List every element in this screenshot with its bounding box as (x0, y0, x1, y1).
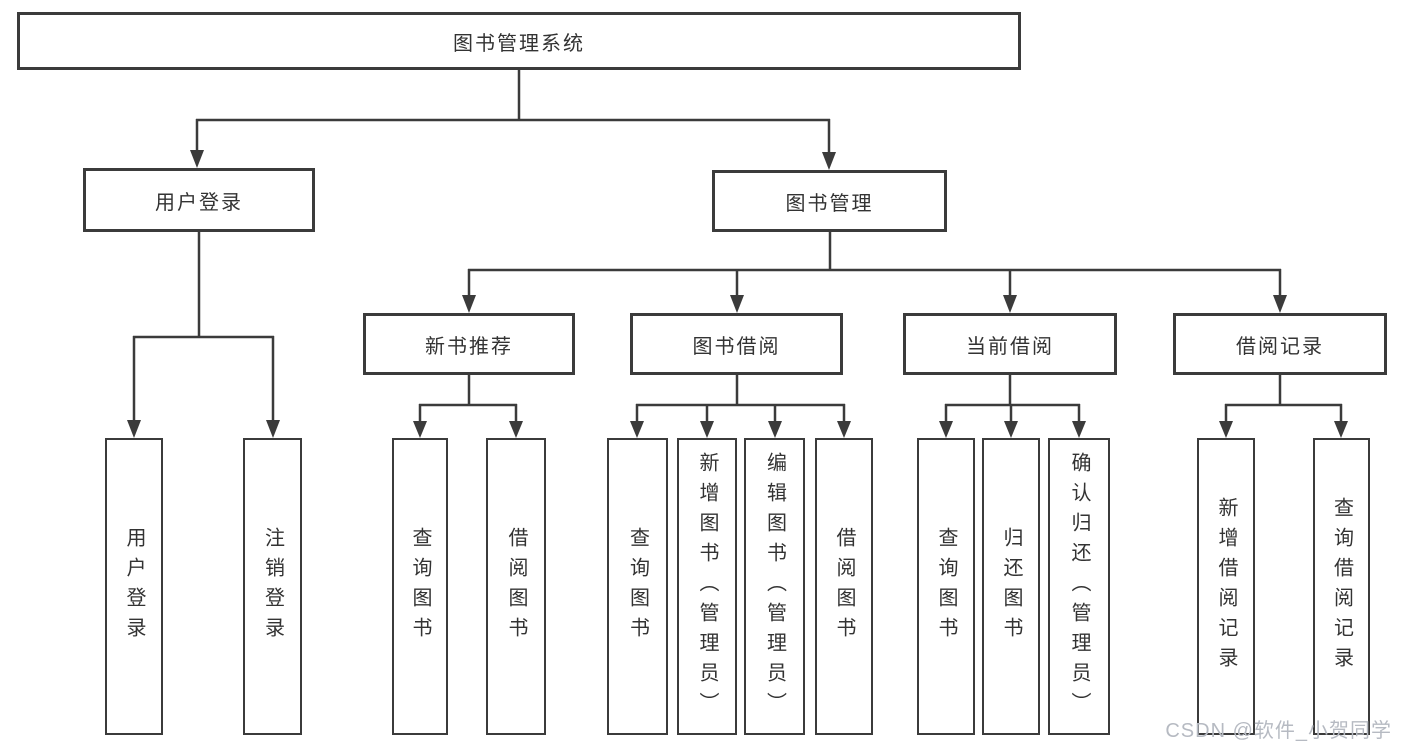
leaf-user-login: 用户登录 (105, 438, 163, 735)
leaf-nbr-query-books: 查询图书 (392, 438, 448, 735)
arrow-down-icon (730, 295, 744, 313)
leaf-nbr-borrow-books-label: 借阅图书 (505, 526, 527, 647)
node-book-borrowing-label: 图书借阅 (692, 335, 781, 358)
arrow-down-icon (266, 420, 280, 438)
node-user-login: 用户登录 (83, 168, 315, 232)
arrow-down-icon (1334, 421, 1348, 438)
node-root: 图书管理系统 (17, 12, 1021, 70)
leaf-logout: 注销登录 (243, 438, 302, 735)
leaf-br-query-record-label: 查询借阅记录 (1330, 496, 1353, 677)
arrow-down-icon (1072, 421, 1086, 438)
arrow-down-icon (462, 295, 476, 313)
node-user-login-label: 用户登录 (155, 191, 243, 214)
arrow-down-icon (1219, 421, 1233, 438)
leaf-br-add-record: 新增借阅记录 (1197, 438, 1255, 735)
leaf-nbr-borrow-books: 借阅图书 (486, 438, 546, 735)
leaf-bb-add-books-admin: 新增图书（管理员） (677, 438, 737, 735)
leaf-br-add-record-label: 新增借阅记录 (1215, 496, 1237, 677)
node-root-label: 图书管理系统 (453, 32, 585, 55)
arrow-down-icon (822, 152, 836, 170)
leaf-bb-edit-books-admin-label: 编辑图书（管理员） (763, 451, 786, 722)
node-new-book-recommendation-label: 新书推荐 (425, 335, 513, 358)
leaf-cb-confirm-return-admin: 确认归还（管理员） (1048, 438, 1110, 735)
arrow-down-icon (768, 421, 782, 438)
arrow-down-icon (190, 150, 204, 168)
node-borrowing-records: 借阅记录 (1173, 313, 1387, 375)
arrow-down-icon (1004, 421, 1018, 438)
node-current-borrowing: 当前借阅 (903, 313, 1117, 375)
leaf-cb-query-books: 查询图书 (917, 438, 975, 735)
arrow-down-icon (413, 421, 427, 438)
arrowheads (127, 150, 1348, 438)
connector-lines (132, 70, 1343, 423)
arrow-down-icon (1003, 295, 1017, 313)
node-book-management-label: 图书管理 (785, 192, 874, 215)
node-new-book-recommendation: 新书推荐 (363, 313, 575, 375)
leaf-bb-borrow-books-label: 借阅图书 (833, 526, 855, 647)
leaf-bb-edit-books-admin: 编辑图书（管理员） (744, 438, 805, 735)
node-borrowing-records-label: 借阅记录 (1236, 335, 1324, 358)
leaf-cb-query-books-label: 查询图书 (935, 526, 957, 647)
arrow-down-icon (127, 420, 141, 438)
leaf-br-query-record: 查询借阅记录 (1313, 438, 1370, 735)
arrow-down-icon (509, 421, 523, 438)
leaf-bb-add-books-admin-label: 新增图书（管理员） (696, 451, 718, 722)
leaf-bb-borrow-books: 借阅图书 (815, 438, 873, 735)
arrow-down-icon (1273, 295, 1287, 313)
node-book-borrowing: 图书借阅 (630, 313, 843, 375)
leaf-bb-query-books: 查询图书 (607, 438, 668, 735)
arrow-down-icon (700, 421, 714, 438)
arrow-down-icon (939, 421, 953, 438)
leaf-cb-confirm-return-admin-label: 确认归还（管理员） (1068, 451, 1090, 722)
leaf-user-login-label: 用户登录 (123, 526, 145, 647)
csdn-watermark: CSDN @软件_小贺同学 (1165, 720, 1392, 742)
arrow-down-icon (837, 421, 851, 438)
arrow-down-icon (630, 421, 644, 438)
leaf-nbr-query-books-label: 查询图书 (409, 526, 431, 647)
leaf-cb-return-books: 归还图书 (982, 438, 1040, 735)
node-current-borrowing-label: 当前借阅 (966, 335, 1054, 358)
leaf-bb-query-books-label: 查询图书 (626, 526, 649, 647)
node-book-management: 图书管理 (712, 170, 947, 232)
leaf-cb-return-books-label: 归还图书 (1000, 526, 1022, 647)
leaf-logout-label: 注销登录 (261, 526, 284, 647)
